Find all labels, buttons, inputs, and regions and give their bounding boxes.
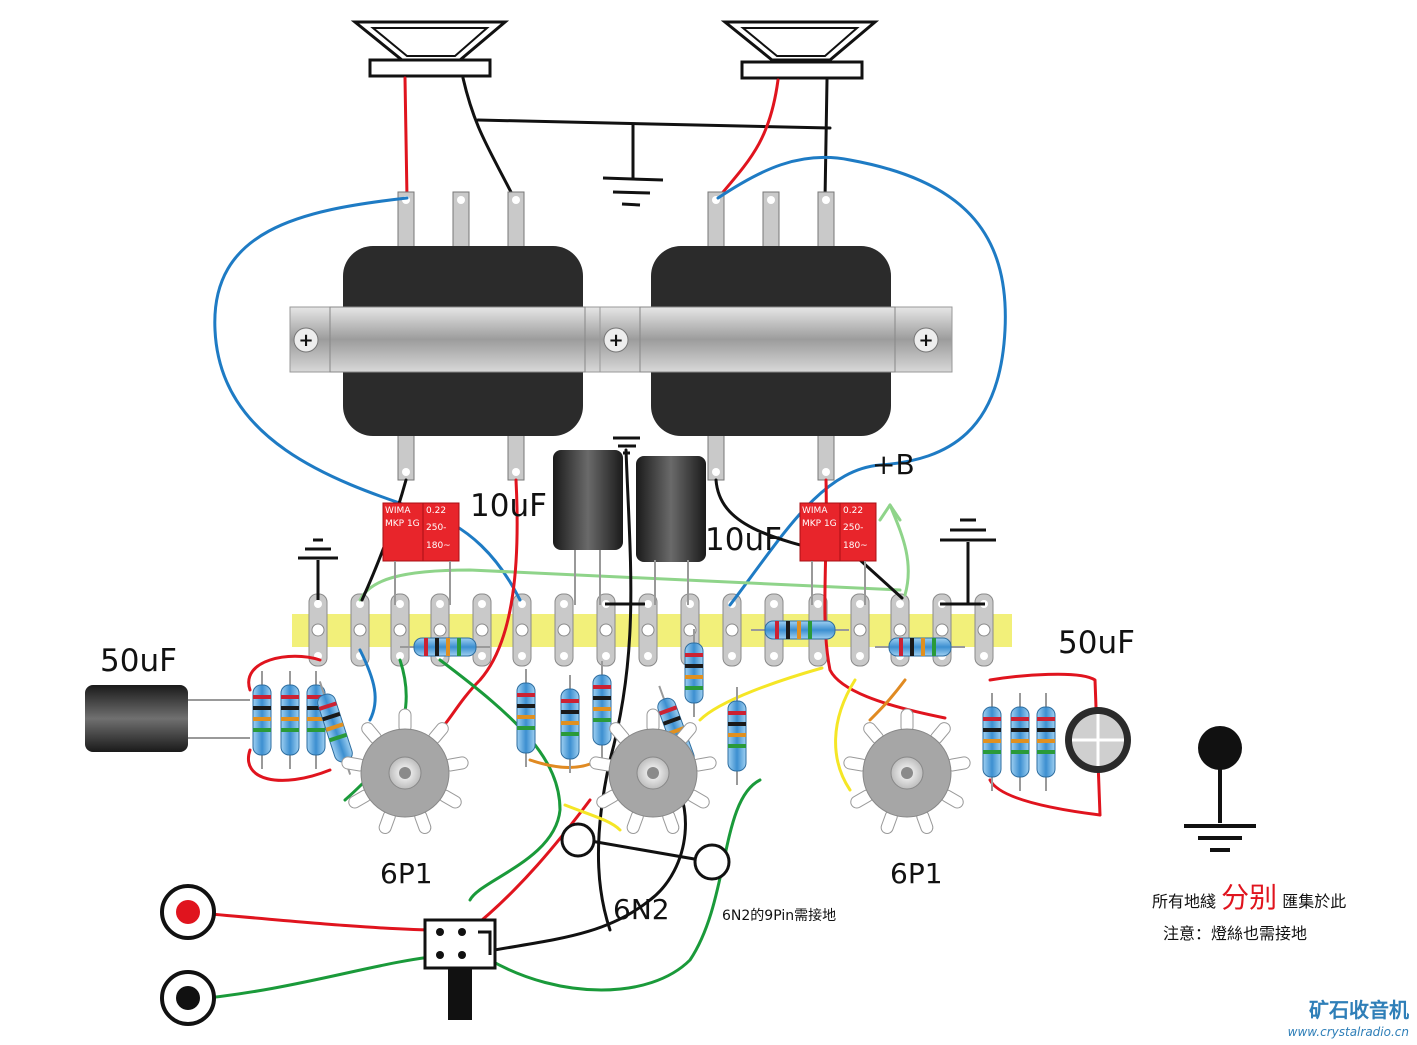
- rca-jack-black[interactable]: [160, 970, 216, 1026]
- ground-point: [1184, 726, 1256, 852]
- svg-text:+: +: [608, 330, 623, 351]
- resistor: [751, 620, 849, 640]
- terminal-lug: [596, 593, 616, 667]
- ground-note-highlight: 分别: [1221, 881, 1278, 914]
- plus-b-label: +B: [872, 448, 915, 481]
- capacitor-10uf-left: [553, 450, 623, 605]
- resistor: [280, 671, 300, 769]
- rca-jack-red[interactable]: [160, 884, 216, 940]
- watermark-name: 矿石收音机: [1309, 998, 1409, 1022]
- resistor: [317, 681, 353, 775]
- tube-label-6p1-left: 6P1: [380, 857, 433, 890]
- speaker-right: [720, 20, 880, 80]
- resistors: [252, 620, 1056, 791]
- terminal-lug: [350, 593, 370, 667]
- tube-socket: [843, 708, 971, 835]
- wima-capacitor-right: [799, 502, 877, 605]
- terminal-lug: [850, 593, 870, 667]
- wima-right-voltage: 250-: [843, 523, 864, 533]
- resistor: [875, 637, 965, 657]
- wima-left-ac: 180~: [426, 541, 451, 551]
- tube-label-6p1-right: 6P1: [890, 857, 943, 890]
- resistor: [252, 671, 272, 769]
- capacitor-label-10uf-left: 10uF: [470, 488, 547, 524]
- heater-loops: [560, 822, 731, 881]
- capacitor-label-50uf-left: 50uF: [100, 643, 177, 679]
- wima-left-voltage: 250-: [426, 523, 447, 533]
- resistor: [1010, 693, 1030, 791]
- capacitor-50uf-right: [1065, 707, 1131, 773]
- terminal-lug: [722, 593, 742, 667]
- ground-note-part-b: 匯集於此: [1282, 892, 1347, 911]
- terminal-lug: [974, 593, 994, 667]
- tube-label-6n2: 6N2: [613, 893, 670, 926]
- ground-note-line2: 注意：燈絲也需接地: [1163, 924, 1308, 943]
- terminal-lug: [308, 593, 328, 667]
- terminal-lug: [472, 593, 492, 667]
- tube-sockets: [341, 708, 971, 835]
- capacitor-label-50uf-right: 50uF: [1058, 625, 1135, 661]
- resistor: [400, 637, 490, 657]
- terminal-lug: [390, 593, 410, 667]
- pin9-ground-note: 6N2的9Pin需接地: [722, 908, 837, 924]
- watermark-url: www.crystalradio.cn: [1287, 1025, 1409, 1039]
- volume-potentiometer[interactable]: [423, 918, 497, 1020]
- wires: [186, 155, 1102, 1002]
- terminal-lug: [638, 593, 658, 667]
- wima-right-type: MKP 1G: [802, 519, 837, 529]
- resistor: [727, 687, 747, 785]
- svg-text:+: +: [298, 330, 313, 351]
- ground-symbol-strip-right: [940, 518, 996, 606]
- tube-socket: [589, 708, 717, 835]
- wima-capacitor-left: [382, 502, 460, 605]
- speaker-wires: [403, 76, 832, 202]
- wima-left-type: MKP 1G: [385, 519, 420, 529]
- output-transformer-left: +: [289, 191, 643, 481]
- wima-right-ac: 180~: [843, 541, 868, 551]
- svg-text:+: +: [918, 330, 933, 351]
- wima-right-brand: WIMA: [802, 506, 828, 516]
- resistor: [592, 661, 612, 759]
- ground-symbol-cap: [605, 436, 645, 606]
- terminal-lug: [512, 593, 532, 667]
- resistor: [516, 669, 536, 767]
- terminal-lug: [554, 593, 574, 667]
- ground-note-line1: 所有地綫 分别 匯集於此: [1152, 876, 1346, 916]
- wima-left-brand: WIMA: [385, 506, 411, 516]
- resistor: [982, 693, 1002, 791]
- capacitor-label-10uf-right: 10uF: [705, 522, 782, 558]
- resistor: [560, 675, 580, 773]
- ground-symbol-top: [602, 176, 664, 207]
- capacitor-10uf-right: [636, 456, 706, 605]
- ground-symbol-strip-left: [298, 538, 338, 600]
- resistor: [1036, 693, 1056, 791]
- wima-left-value: 0.22: [426, 506, 447, 516]
- output-transformer-right: + +: [599, 191, 953, 481]
- ground-note-part-a: 所有地綫: [1152, 892, 1217, 911]
- speaker-left: [350, 20, 510, 78]
- wima-right-value: 0.22: [843, 506, 864, 516]
- tube-socket: [341, 708, 469, 835]
- resistor: [684, 629, 704, 717]
- capacitor-50uf-left: [85, 685, 250, 752]
